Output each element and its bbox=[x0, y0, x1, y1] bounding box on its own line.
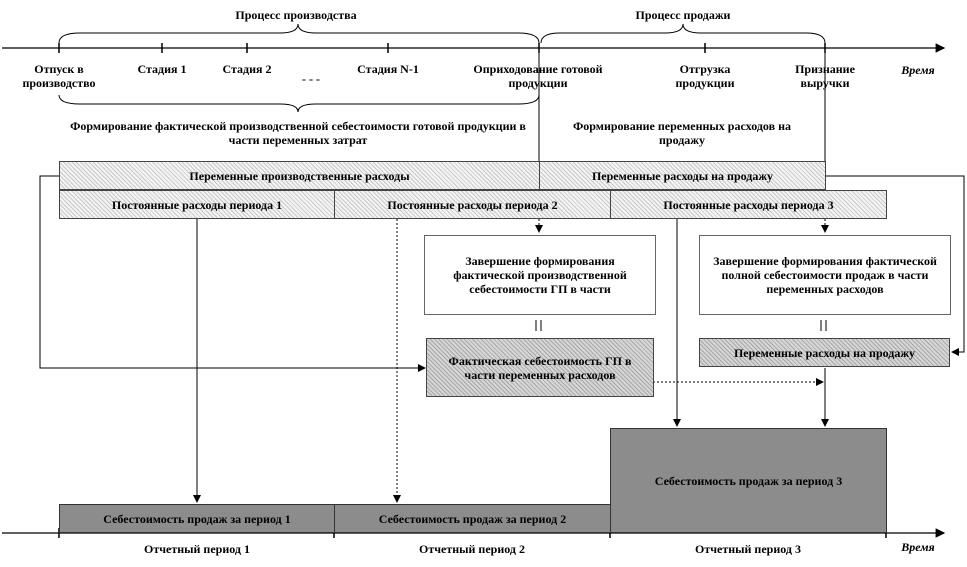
cost-of-sales-period-1: Себестоимость продаж за период 1 bbox=[59, 504, 335, 533]
period-label-1: Отчетный период 1 bbox=[144, 542, 250, 556]
time-label-bottom: Время bbox=[901, 540, 935, 554]
phase-left-label: Формирование фактической производственно… bbox=[70, 119, 526, 147]
sales-brace bbox=[540, 23, 826, 44]
variable-sales-flow bbox=[826, 175, 965, 356]
tick-label-stage1: Стадия 1 bbox=[137, 62, 187, 76]
cost-of-sales-period-3: Себестоимость продаж за период 3 bbox=[610, 428, 887, 533]
band-variable-sales: Переменные расходы на продажу bbox=[539, 161, 826, 190]
band-fixed-period-3: Постоянные расходы периода 3 bbox=[610, 190, 887, 219]
actual-cost-box: Фактическая себестоимость ГП в части пер… bbox=[426, 338, 654, 397]
tick-label-stage2: Стадия 2 bbox=[222, 62, 272, 76]
tick-label-shipment: Отгрузка продукции bbox=[675, 62, 735, 90]
phase-right-label: Формирование переменных расходов на прод… bbox=[572, 119, 792, 147]
band-variable-production: Переменные производственные расходы bbox=[59, 161, 540, 190]
band-fixed-period-2: Постоянные расходы периода 2 bbox=[334, 190, 611, 219]
top-axis-ticks bbox=[58, 43, 826, 53]
time-label-top: Время bbox=[901, 63, 935, 77]
completion-box-right: Завершение формирования фактической полн… bbox=[699, 235, 951, 315]
process-production-label: Процесс производства bbox=[235, 8, 357, 22]
band-fixed-period-1: Постоянные расходы периода 1 bbox=[59, 190, 335, 219]
cost-of-sales-period-2: Себестоимость продаж за период 2 bbox=[334, 504, 611, 533]
tick-label-start: Отпуск в производство bbox=[22, 62, 96, 90]
process-sales-label: Процесс продажи bbox=[635, 8, 731, 22]
formation-brace bbox=[58, 94, 540, 113]
period-label-2: Отчетный период 2 bbox=[419, 542, 525, 556]
production-brace bbox=[58, 23, 540, 44]
tick-label-ellipsis: - - - bbox=[302, 72, 320, 86]
tick-label-receipt: Оприходование готовой продукции bbox=[473, 62, 603, 90]
variable-production-flow bbox=[39, 175, 426, 372]
tick-label-revenue: Признание выручки bbox=[795, 62, 855, 90]
tick-label-stage-n1: Стадия N-1 bbox=[357, 62, 419, 76]
completion-box-left: Завершение формирования фактической прои… bbox=[424, 235, 656, 315]
variable-sales-box: Переменные расходы на продажу bbox=[699, 338, 950, 367]
period-label-3: Отчетный период 3 bbox=[695, 542, 801, 556]
